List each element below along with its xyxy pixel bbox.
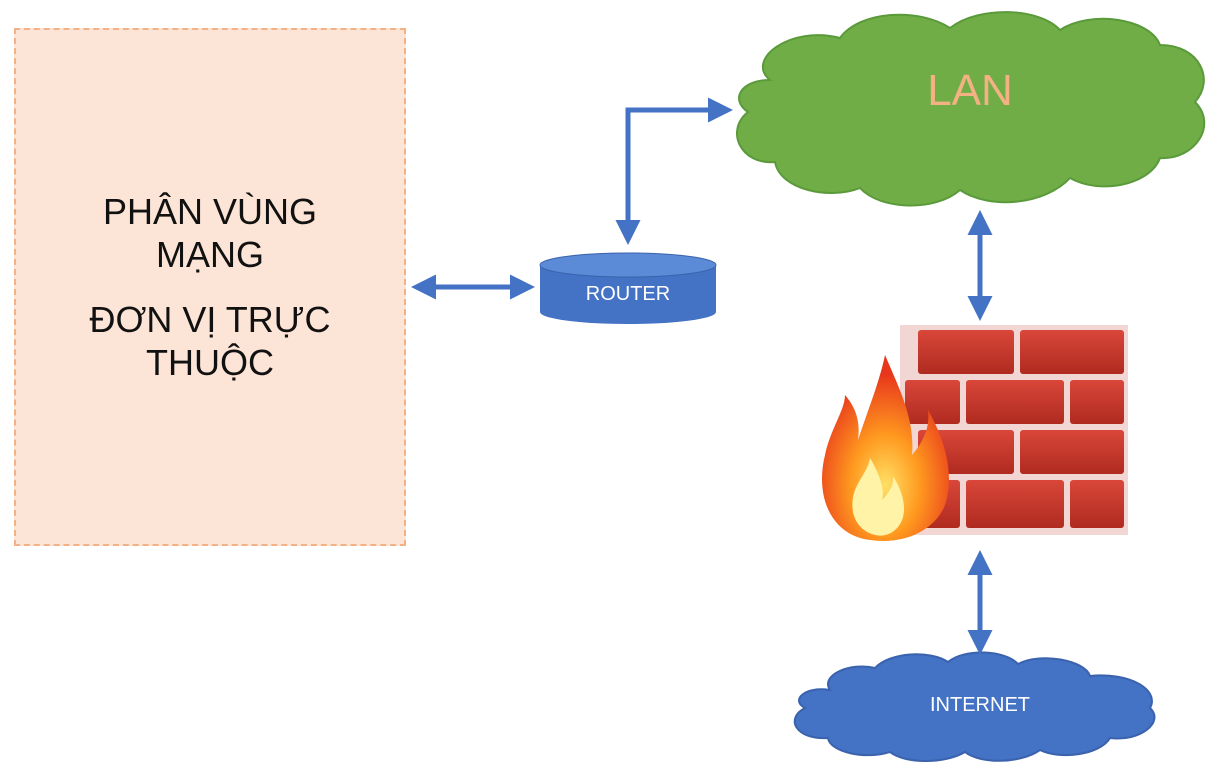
internet-cloud bbox=[793, 651, 1156, 762]
zone-label-line4: THUỘC bbox=[146, 342, 274, 384]
firewall-icon bbox=[822, 325, 1128, 541]
zone-label-line1: PHÂN VÙNG bbox=[102, 190, 318, 232]
zone-label-line2: MẠNG bbox=[156, 233, 264, 275]
lan-cloud bbox=[736, 11, 1206, 207]
router-lan-arrow bbox=[615, 97, 733, 245]
network-zone-box: PHÂN VÙNG MẠNG ĐƠN VỊ TRỰC THUỘC bbox=[14, 28, 406, 546]
connectors bbox=[411, 97, 993, 655]
internet-label: INTERNET bbox=[930, 694, 1030, 716]
zone-label-line3: ĐƠN VỊ TRỰC bbox=[89, 299, 331, 340]
router bbox=[539, 252, 717, 324]
router-label: ROUTER bbox=[585, 283, 671, 305]
lan-label: LAN bbox=[927, 66, 1013, 115]
